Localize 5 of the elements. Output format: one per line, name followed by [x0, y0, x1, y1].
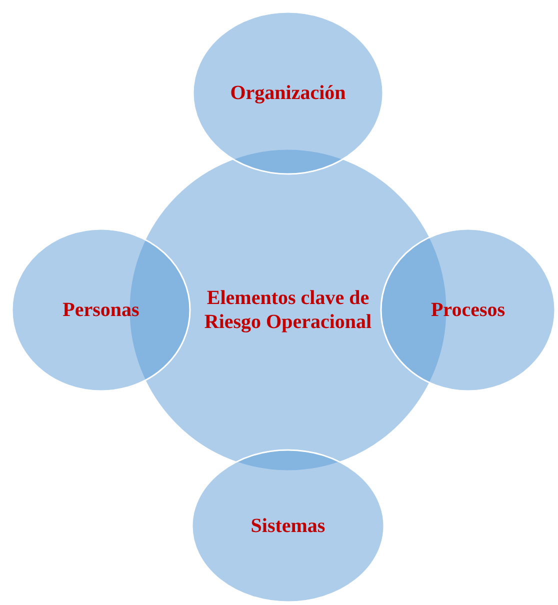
- node-label: Organización: [230, 81, 346, 105]
- node-label: Personas: [62, 298, 140, 322]
- node-label: Elementos clave de Riesgo Operacional: [203, 286, 373, 334]
- node-label: Sistemas: [250, 514, 326, 538]
- node-label: Procesos: [430, 298, 506, 322]
